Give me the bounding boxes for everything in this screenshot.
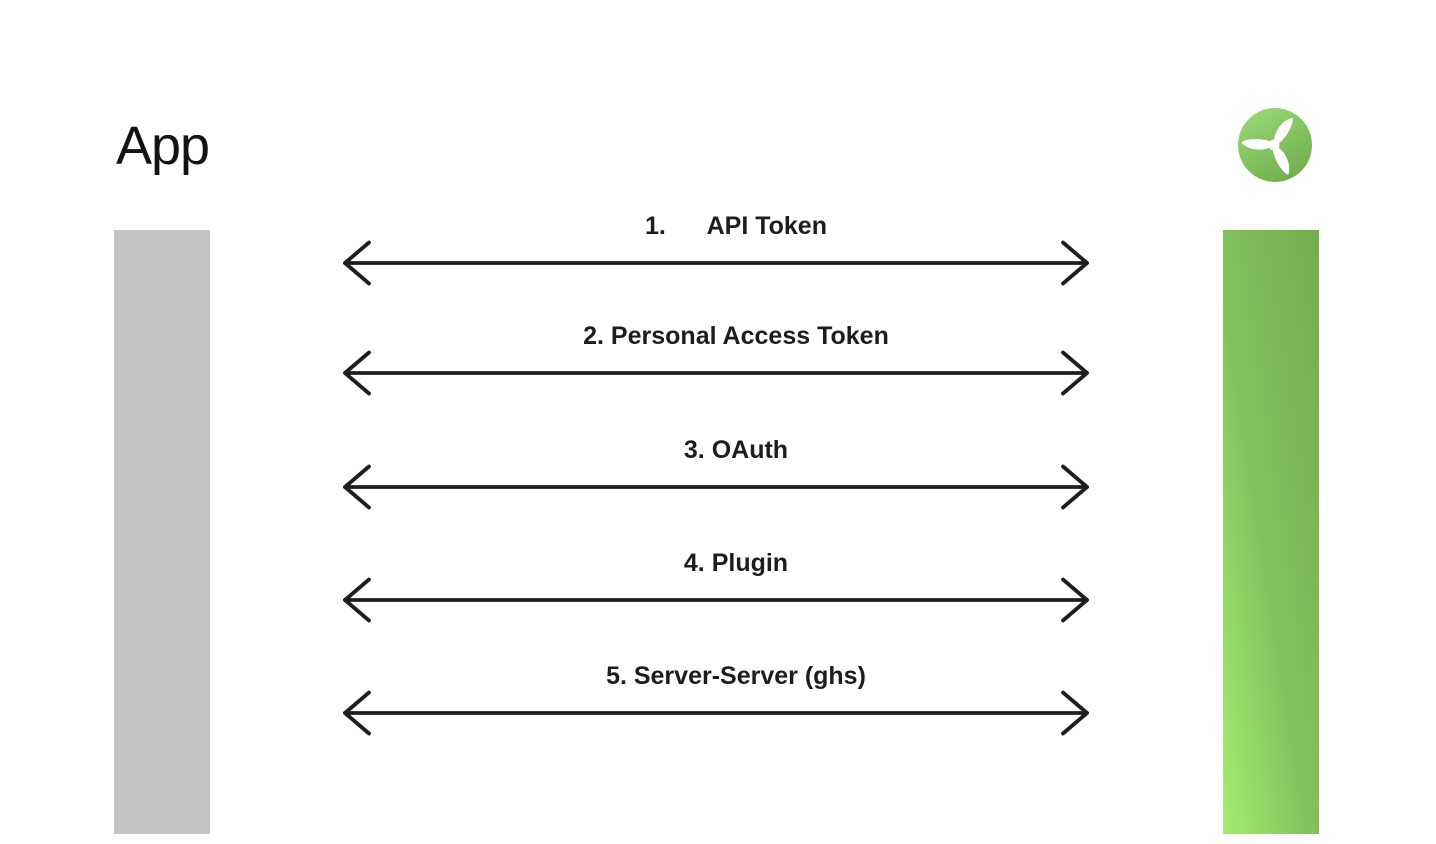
app-entity-title: App (116, 116, 210, 176)
double-headed-arrow (336, 459, 1096, 515)
app-lifeline-bar (114, 230, 210, 834)
double-headed-arrow (336, 572, 1096, 628)
propeller-icon (1238, 108, 1312, 182)
double-headed-arrow (336, 235, 1096, 291)
connection-label-personal-access-token: 2. Personal Access Token (583, 322, 889, 350)
service-lifeline-bar (1223, 230, 1319, 834)
connection-label-plugin: 4. Plugin (683, 549, 789, 577)
double-headed-arrow (336, 345, 1096, 401)
double-headed-arrow (336, 685, 1096, 741)
connection-label-server-server: 5. Server-Server (ghs) (606, 662, 866, 690)
connection-label-api-token: 1. API Token (645, 212, 827, 240)
connection-label-oauth: 3. OAuth (683, 436, 789, 464)
